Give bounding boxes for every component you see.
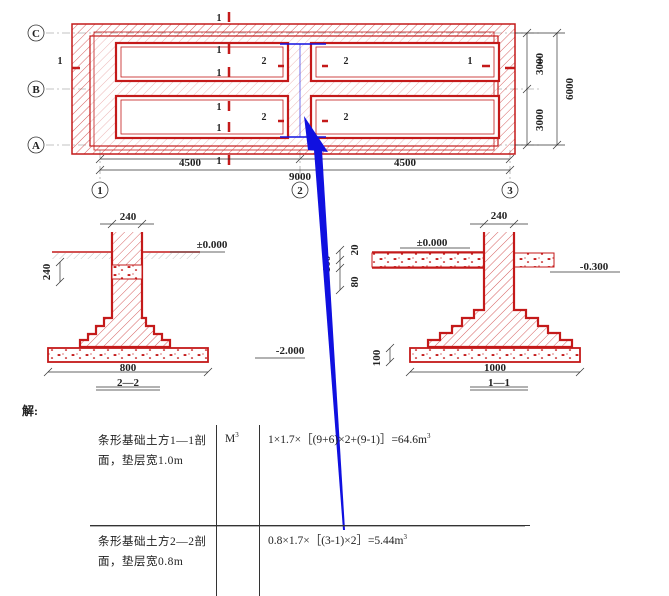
unit-cell: M3 bbox=[217, 425, 260, 526]
unit-sup: 3 bbox=[235, 431, 239, 439]
axis-label-b: B bbox=[32, 84, 40, 96]
dim-right-lower: 3000 bbox=[534, 109, 546, 132]
unit-cell bbox=[217, 526, 260, 596]
mark-2-b: 2 bbox=[344, 56, 349, 67]
s11-base-width: 1000 bbox=[484, 362, 507, 374]
calculation-table: 条形基础土方1—1剖面，垫层宽1.0m M3 1×1.7×［(9+6)×2+(9… bbox=[90, 425, 530, 596]
table-row: 条形基础土方2—2剖面，垫层宽0.8m 0.8×1.7×［(3-1)×2］=5.… bbox=[90, 526, 530, 596]
solution-label: 解: bbox=[22, 402, 38, 419]
mark-2-d: 2 bbox=[344, 112, 349, 123]
section-1-1: 240 1000 1—1 ±0.000 -0.300 20 100 80 100 bbox=[321, 210, 620, 390]
s11-ground-level: ±0.000 bbox=[417, 237, 448, 249]
room-bottom-right bbox=[311, 96, 499, 138]
table-row: 条形基础土方1—1剖面，垫层宽1.0m M3 1×1.7×［(9+6)×2+(9… bbox=[90, 425, 530, 526]
item-cell: 条形基础土方2—2剖面，垫层宽0.8m bbox=[90, 526, 217, 596]
axis-label-2: 2 bbox=[297, 185, 303, 197]
unit-text: M bbox=[225, 433, 235, 445]
expr-text: 0.8×1.7×［(3-1)×2］=5.44m bbox=[268, 535, 404, 547]
expr-sup: 3 bbox=[404, 533, 408, 541]
s22-base-width: 800 bbox=[120, 362, 137, 374]
mark-2-c: 2 bbox=[262, 112, 267, 123]
s22-top-width: 240 bbox=[120, 211, 137, 223]
floor-plan: C B A 1 2 3 4500 4500 9000 3000 3000 600… bbox=[28, 12, 576, 198]
axis-label-3: 3 bbox=[507, 185, 513, 197]
dim-total: 9000 bbox=[289, 171, 312, 183]
expr-cell: 1×1.7×［(9+6)×2+(9-1)］=64.6m3 bbox=[260, 425, 531, 526]
mark-1-left: 1 bbox=[58, 56, 63, 67]
s22-depth-level: -2.000 bbox=[276, 345, 305, 357]
dim-bay-right: 4500 bbox=[394, 157, 417, 169]
axis-label-1: 1 bbox=[97, 185, 103, 197]
expr-cell: 0.8×1.7×［(3-1)×2］=5.44m3 bbox=[260, 526, 531, 596]
mark-1-d: 1 bbox=[217, 123, 222, 134]
mark-2-a: 2 bbox=[262, 56, 267, 67]
mark-1-top: 1 bbox=[217, 13, 222, 24]
s11-top-width: 240 bbox=[491, 210, 508, 222]
mark-1-a: 1 bbox=[217, 45, 222, 56]
footing-1-1 bbox=[428, 232, 572, 347]
s11-dim-d: 100 bbox=[371, 349, 383, 366]
mark-1-b: 1 bbox=[217, 68, 222, 79]
s11-dim-a: 20 bbox=[349, 244, 361, 256]
s22-ground-level: ±0.000 bbox=[197, 239, 228, 251]
item-cell: 条形基础土方1—1剖面，垫层宽1.0m bbox=[90, 425, 217, 526]
expr-sup: 3 bbox=[427, 432, 431, 440]
cushion-2-2 bbox=[48, 348, 208, 362]
dim-bay-left: 4500 bbox=[179, 157, 202, 169]
mark-1-c: 1 bbox=[217, 102, 222, 113]
dim-right-total: 6000 bbox=[564, 78, 576, 101]
mark-1-inner-right: 1 bbox=[468, 56, 473, 67]
s11-dim-c: 80 bbox=[349, 276, 361, 288]
section-2-2: 240 800 2—2 ±0.000 -2.000 240 bbox=[41, 211, 305, 390]
mark-1-right: 1 bbox=[538, 56, 543, 67]
footing-2-2 bbox=[80, 232, 170, 347]
mark-1-bottom: 1 bbox=[217, 156, 222, 167]
axis-label-c: C bbox=[32, 28, 40, 40]
s22-left-dim: 240 bbox=[41, 263, 53, 280]
s11-outside-level: -0.300 bbox=[580, 261, 609, 273]
s11-title: 1—1 bbox=[488, 377, 510, 389]
s22-title: 2—2 bbox=[117, 377, 140, 389]
expr-text: 1×1.7×［(9+6)×2+(9-1)］=64.6m bbox=[268, 434, 427, 446]
cushion-1-1 bbox=[410, 348, 580, 362]
axis-label-a: A bbox=[32, 140, 40, 152]
